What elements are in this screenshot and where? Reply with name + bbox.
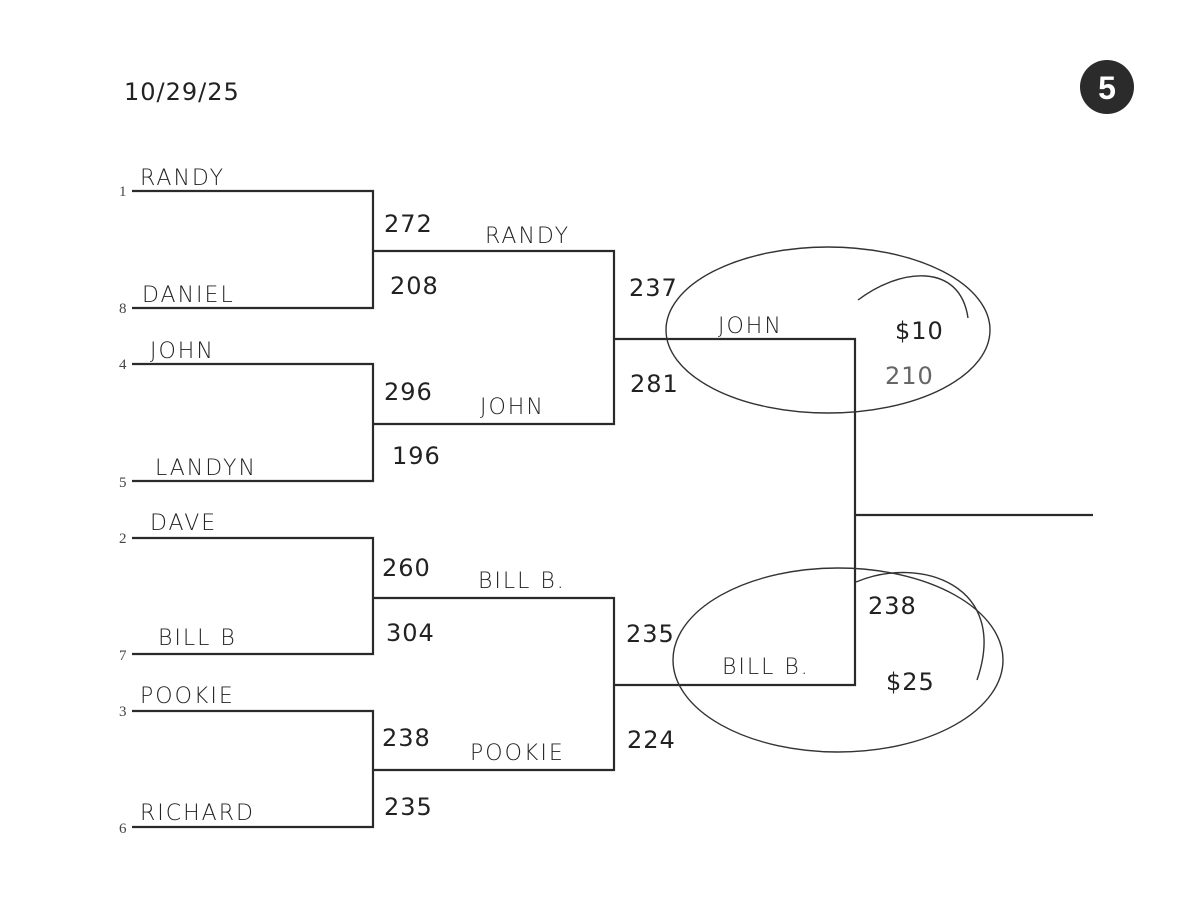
player-name: Pookie bbox=[140, 684, 235, 709]
score: 235 bbox=[626, 620, 675, 648]
seed-number: 4 bbox=[119, 357, 127, 373]
score: 196 bbox=[392, 442, 441, 470]
round2-lines bbox=[373, 249, 616, 772]
score: 281 bbox=[630, 370, 679, 398]
seed-number: 7 bbox=[119, 648, 127, 664]
round3-lines bbox=[614, 337, 1093, 687]
prize: $10 bbox=[895, 317, 944, 345]
score: 272 bbox=[384, 210, 433, 238]
score: 296 bbox=[384, 378, 433, 406]
page-number: 5 bbox=[1098, 70, 1116, 106]
score: 210 bbox=[885, 362, 934, 390]
player-name: Landyn bbox=[155, 456, 257, 481]
score: 224 bbox=[627, 726, 676, 754]
player-name: Bill B. bbox=[478, 569, 566, 594]
seed-number: 3 bbox=[119, 704, 127, 720]
seed-number: 6 bbox=[119, 821, 127, 837]
seed-number: 2 bbox=[119, 531, 127, 547]
player-name: Randy bbox=[140, 166, 225, 191]
player-name: John bbox=[480, 395, 545, 420]
score: 304 bbox=[386, 619, 435, 647]
score: 260 bbox=[382, 554, 431, 582]
player-name: Bill B bbox=[158, 626, 237, 651]
prize: $25 bbox=[886, 668, 935, 696]
seed-number: 8 bbox=[119, 301, 127, 317]
arc-annotation bbox=[857, 275, 969, 319]
score: 237 bbox=[629, 274, 678, 302]
date: 10/29/25 bbox=[124, 78, 240, 106]
seed-number: 1 bbox=[119, 184, 127, 200]
score: 238 bbox=[868, 592, 917, 620]
player-name: Randy bbox=[485, 224, 570, 249]
player-name: Daniel bbox=[142, 283, 235, 308]
circle-annotation bbox=[665, 246, 991, 414]
score: 208 bbox=[390, 272, 439, 300]
circle-annotation bbox=[672, 567, 1004, 753]
player-name: John bbox=[150, 339, 215, 364]
finalist-name: John bbox=[718, 314, 783, 339]
seed-number: 5 bbox=[119, 475, 127, 491]
arc-annotation bbox=[855, 571, 985, 681]
player-name: Dave bbox=[150, 511, 217, 536]
player-name: Pookie bbox=[470, 741, 565, 766]
score: 235 bbox=[384, 793, 433, 821]
page-number-badge: 5 bbox=[1080, 60, 1134, 114]
score: 238 bbox=[382, 724, 431, 752]
player-name: Richard bbox=[140, 801, 255, 826]
finalist-name: Bill B. bbox=[722, 655, 810, 680]
